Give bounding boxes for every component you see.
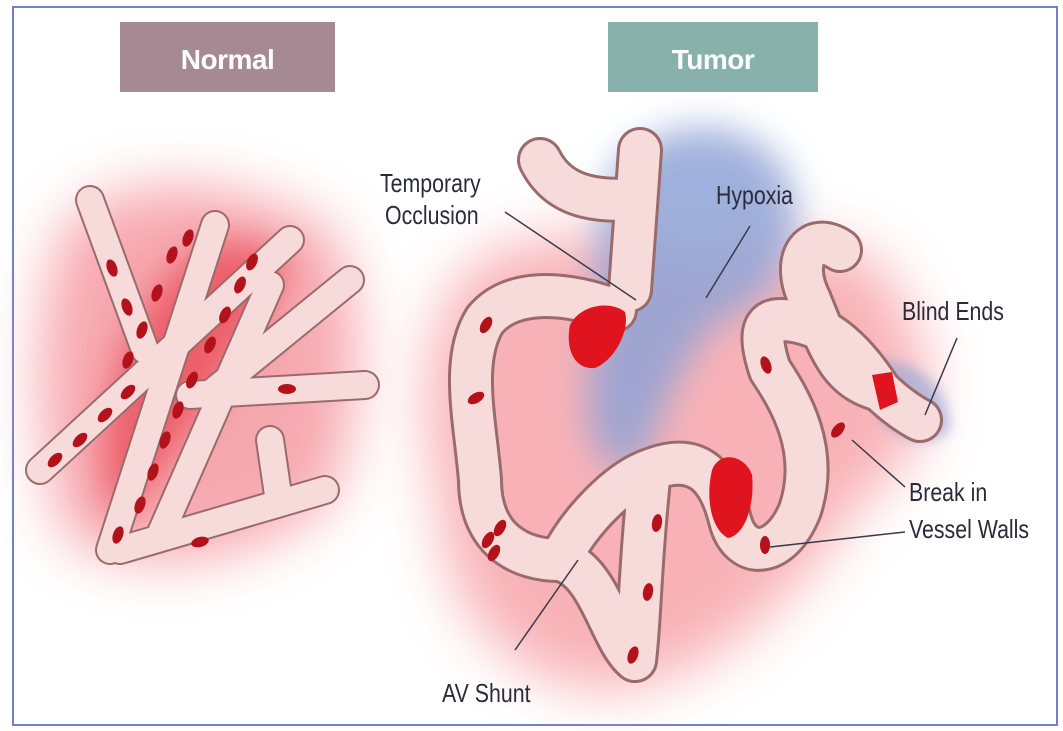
break-in-vessel-walls-label-line2: Vessel Walls bbox=[909, 514, 1029, 544]
hypoxia-label: Hypoxia bbox=[716, 180, 793, 210]
temporary-occlusion-label-line1: Temporary bbox=[380, 168, 481, 198]
blind-ends-label: Blind Ends bbox=[902, 296, 1004, 326]
temporary-occlusion-label-line2: Occlusion bbox=[385, 200, 479, 230]
tumor-header: Tumor bbox=[608, 22, 818, 92]
break-in-vessel-walls-label-line1: Break in bbox=[909, 477, 987, 507]
normal-header: Normal bbox=[120, 22, 335, 92]
av-shunt-label: AV Shunt bbox=[442, 678, 531, 708]
